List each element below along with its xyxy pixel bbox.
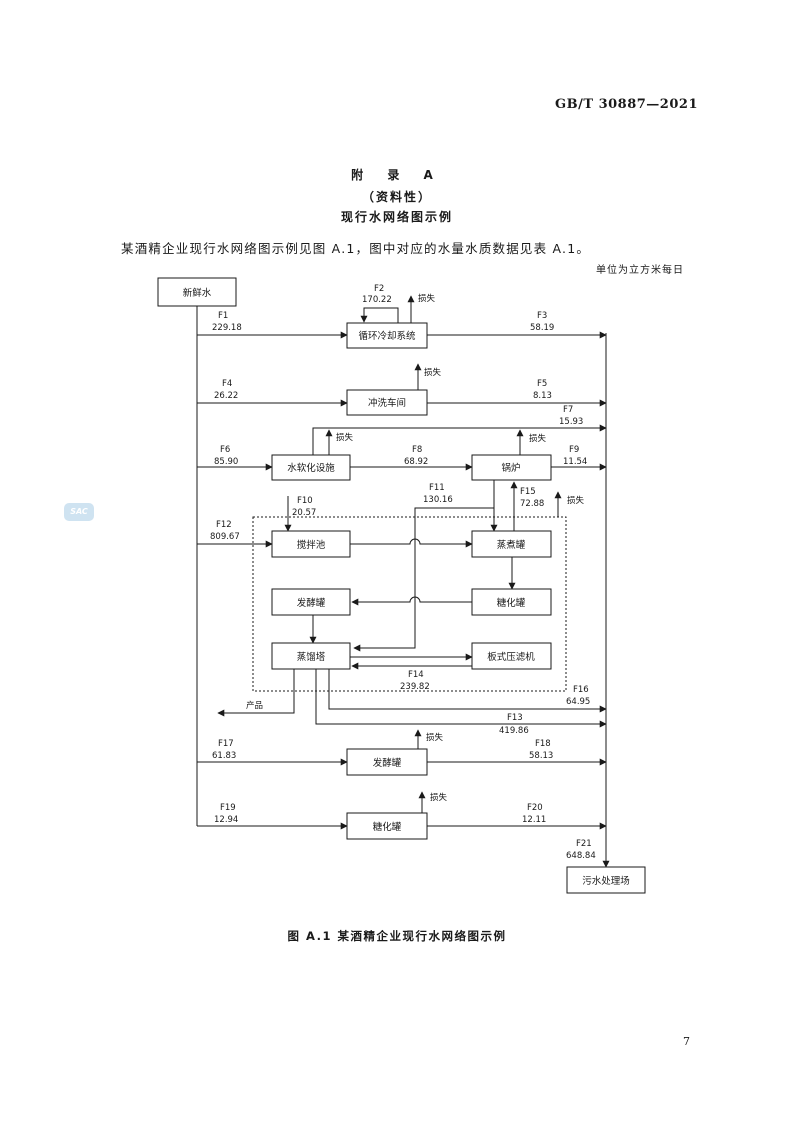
node-distillation-tower [271,642,351,670]
flow-value-F6: 85.90 [214,457,238,467]
flow-name-F4: F4 [222,379,232,389]
loss-label-washing: 损失 [424,367,442,378]
node-label-saccharify: 糖化罐 [497,597,526,609]
flow-value-F13: 419.86 [499,726,529,736]
flow-value-F18: 58.13 [529,751,553,761]
flow-name-F3: F3 [537,311,547,321]
node-mixing-tank [271,530,351,558]
flow-name-F10: F10 [297,496,313,506]
flow-name-F14: F14 [408,670,424,680]
node-label-cooking: 蒸煮罐 [497,539,526,551]
node-label-boiler: 锅炉 [501,462,520,474]
flow-value-F15: 72.88 [520,499,544,509]
appendix-name: 现行水网络图示例 [340,210,453,224]
flow-name-F18: F18 [535,739,551,749]
flow-value-F14: 239.82 [400,682,430,692]
flow-name-F19: F19 [220,803,236,813]
node-fresh-water [157,277,237,307]
node-boiler [471,454,552,481]
flow-name-F20: F20 [527,803,543,813]
flow-value-F3: 58.19 [530,323,554,333]
node-label-distill: 蒸馏塔 [297,651,326,663]
loss-label-ferment2: 损失 [426,732,444,743]
flow-name-F15: F15 [520,487,536,497]
node-saccharification-tank-2 [346,812,428,840]
node-wastewater-plant [566,866,646,894]
flow-name-F5: F5 [537,379,547,389]
node-label-saccharify2: 糖化罐 [373,821,402,833]
node-cooling-system [346,322,428,349]
flow-saccharify-to-ferment [351,596,472,606]
flow-name-F12: F12 [216,520,232,530]
node-saccharification-tank [471,588,552,616]
node-label-filter: 板式压滤机 [487,651,535,663]
flow-value-F19: 12.94 [214,815,238,825]
flow-name-F8: F8 [412,445,422,455]
flow-value-F21: 648.84 [566,851,596,861]
sac-watermark-logo: SAC [64,503,94,521]
figure-caption: 图 A.1 某酒精企业现行水网络图示例 [287,929,507,943]
appendix-type: （资料性） [361,190,432,204]
node-label-fresh-water: 新鲜水 [183,287,212,299]
unit-note: 单位为立方米每日 [596,265,684,276]
loss-label-process: 损失 [567,495,585,506]
flow-value-F11: 130.16 [423,495,453,505]
node-label-cooling: 循环冷却系统 [358,330,416,342]
flow-value-F20: 12.11 [522,815,546,825]
standard-code: GB/T 30887—2021 [555,97,698,112]
intro-paragraph: 某酒精企业现行水网络图示例见图 A.1，图中对应的水量水质数据见表 A.1。 [121,241,591,256]
flow-name-F9: F9 [569,445,579,455]
node-label-ferment: 发酵罐 [297,597,326,609]
flow-name-F6: F6 [220,445,230,455]
node-softening-facility [271,454,351,481]
loss-label-boiler: 损失 [529,433,547,444]
node-label-wastewater: 污水处理场 [582,875,630,887]
flow-value-F1: 229.18 [212,323,242,333]
flow-value-F2: 170.22 [362,295,392,305]
flow-line-F2 [360,307,399,323]
flow-value-F12: 809.67 [210,532,240,542]
flow-value-F17: 61.83 [212,751,236,761]
loss-label-saccharify2: 损失 [430,792,448,803]
node-label-mixing: 搅拌池 [297,539,326,551]
flow-product [217,669,295,717]
flow-name-F16: F16 [573,685,589,695]
flow-value-F7: 15.93 [559,417,583,427]
flow-name-F1: F1 [218,311,228,321]
flow-value-F5: 8.13 [533,391,552,401]
flow-value-F16: 64.95 [566,697,590,707]
node-fermentation-tank-2 [346,748,428,776]
node-fermentation-tank [271,588,351,616]
loss-label-cooling: 损失 [418,293,436,304]
flow-name-F17: F17 [218,739,234,749]
node-plate-filter-press [471,642,552,670]
node-label-softening: 水软化设施 [287,462,335,474]
loss-label-softening: 损失 [336,432,354,443]
flow-mixing-to-cooking [350,538,473,548]
flow-line-F16 [328,669,607,713]
flow-value-F9: 11.54 [563,457,587,467]
flow-value-F10: 20.57 [292,508,316,518]
product-label: 产品 [246,700,263,711]
flow-value-F8: 68.92 [404,457,428,467]
flow-line-F13 [315,669,607,728]
flow-name-F13: F13 [507,713,523,723]
appendix-title: 附 录 A [351,168,443,182]
flow-name-F21: F21 [576,839,592,849]
node-cooking-tank [471,530,552,558]
flow-name-F7: F7 [563,405,573,415]
node-label-ferment2: 发酵罐 [373,757,402,769]
page-number: 7 [683,1035,690,1048]
node-washing-workshop [346,389,428,416]
flow-name-F11: F11 [429,483,445,493]
flow-name-F2: F2 [374,284,384,294]
flow-line-F11-distill [353,507,494,652]
flow-line-F7 [312,424,607,455]
flow-value-F4: 26.22 [214,391,238,401]
node-label-washing: 冲洗车间 [368,397,406,409]
process-boundary-dashed [252,516,567,692]
